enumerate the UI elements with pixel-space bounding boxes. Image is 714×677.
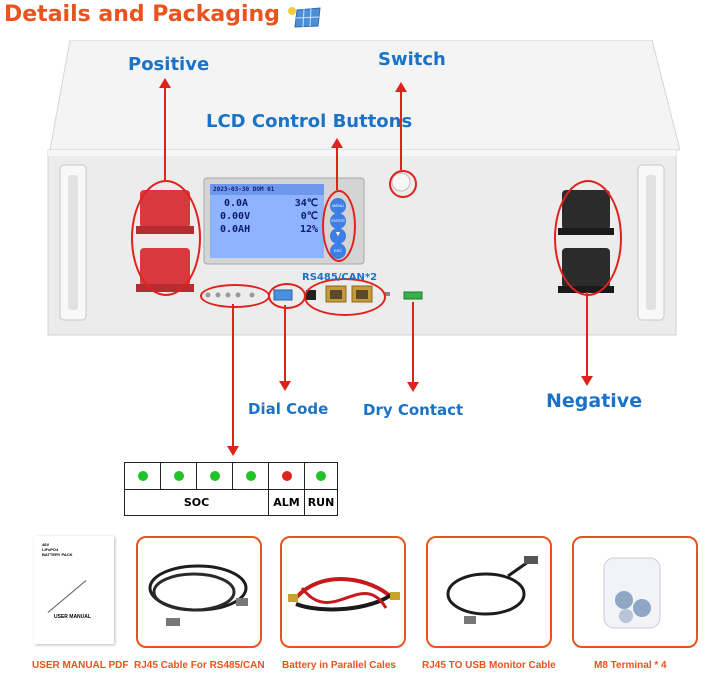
- caption-usb-cable: RJ45 TO USB Monitor Cable: [422, 660, 556, 671]
- lcd-temp2: 0℃: [300, 211, 318, 222]
- caption-m8-terminal: M8 Terminal * 4: [594, 660, 667, 671]
- switch-highlight: [389, 170, 417, 198]
- usb-cable-card: [426, 536, 552, 648]
- positive-label: Positive: [128, 54, 210, 75]
- alm-led-icon: [281, 471, 292, 481]
- soc-led-cell: [197, 463, 233, 489]
- rs485-label: RS485/CAN*2: [302, 272, 378, 283]
- caption-parallel-cable: Battery in Parallel Cales: [282, 660, 396, 671]
- soc-led-cell: [125, 463, 161, 489]
- positive-arrow: [164, 86, 166, 180]
- negative-arrow: [586, 292, 588, 378]
- manual-line-art: [47, 580, 87, 613]
- soc-led-icon: [245, 471, 256, 481]
- dry-contact-label: Dry Contact: [363, 401, 464, 419]
- soc-label: SOC: [125, 490, 269, 515]
- arrowhead-icon: [159, 78, 171, 88]
- solar-panel-icon: [288, 6, 322, 28]
- negative-label: Negative: [546, 390, 643, 412]
- lcd-voltage: 0.00V: [220, 211, 251, 222]
- led-row-arrow: [232, 304, 234, 448]
- led-row-highlight: [200, 284, 270, 308]
- m8-terminal-card: [572, 536, 698, 648]
- run-label: RUN: [307, 496, 335, 509]
- rs485-highlight: [304, 278, 386, 316]
- parallel-cable-card: [280, 536, 406, 648]
- arrowhead-icon: [407, 382, 419, 392]
- m8-terminal-icon: [603, 557, 661, 629]
- dial-code-highlight: [268, 283, 306, 309]
- soc-led-icon: [209, 471, 220, 481]
- usb-cable-icon: [446, 556, 538, 624]
- soc-led-icon: [173, 471, 184, 481]
- parallel-cable-icon: [288, 577, 400, 612]
- arrowhead-icon: [227, 446, 239, 456]
- arrowhead-icon: [581, 376, 593, 386]
- alm-label: ALM: [269, 490, 305, 515]
- lcd-temp1: 34℃: [294, 198, 318, 209]
- arrowhead-icon: [331, 138, 343, 148]
- switch-label: Switch: [378, 49, 446, 70]
- lcd-buttons-arrow: [336, 146, 338, 190]
- run-led-cell: [305, 463, 337, 489]
- dial-code-label: Dial Code: [248, 400, 329, 418]
- caption-rj45-cable: RJ45 Cable For RS485/CAN: [134, 660, 265, 671]
- lcd-line-date: 2023-03-30 DOM 01: [210, 184, 324, 195]
- positive-highlight: [131, 180, 201, 296]
- switch-arrow: [400, 90, 402, 170]
- indicator-table: SOC ALM RUN: [124, 462, 338, 516]
- lcd-capacity: 0.0AH: [220, 224, 251, 235]
- soc-led-cell: [233, 463, 269, 489]
- arrowhead-icon: [395, 82, 407, 92]
- dial-code-arrow: [284, 305, 286, 383]
- manual-line-1: 48V: [42, 542, 50, 547]
- rj45-cable-card: [136, 536, 262, 648]
- lcd-soc: 12%: [299, 224, 318, 235]
- manual-line-2: LiFePO4: [42, 547, 59, 552]
- lcd-buttons-label: LCD Control Buttons: [206, 111, 413, 132]
- alm-led-cell: [269, 463, 305, 489]
- page-title: Details and Packaging: [4, 2, 280, 27]
- soc-led-icon: [137, 471, 148, 481]
- lcd-current: 0.0A: [224, 198, 249, 209]
- run-led-icon: [316, 471, 326, 481]
- manual-line-3: BATTERY PACK: [42, 552, 73, 557]
- arrowhead-icon: [279, 381, 291, 391]
- lcd-screen: 2023-03-30 DOM 01 0.0A 34℃ 0.00V 0℃ 0.0A…: [210, 184, 324, 258]
- rj45-cable-icon: [148, 564, 248, 626]
- caption-user-manual: USER MANUAL PDF: [32, 660, 129, 671]
- user-manual-thumbnail: 48V LiFePO4 BATTERY PACK USER MANUAL: [34, 536, 114, 644]
- manual-footer: USER MANUAL: [54, 614, 91, 620]
- negative-highlight: [554, 180, 622, 296]
- dry-contact-arrow: [412, 302, 414, 384]
- lcd-buttons-highlight: [322, 190, 356, 262]
- soc-led-cell: [161, 463, 197, 489]
